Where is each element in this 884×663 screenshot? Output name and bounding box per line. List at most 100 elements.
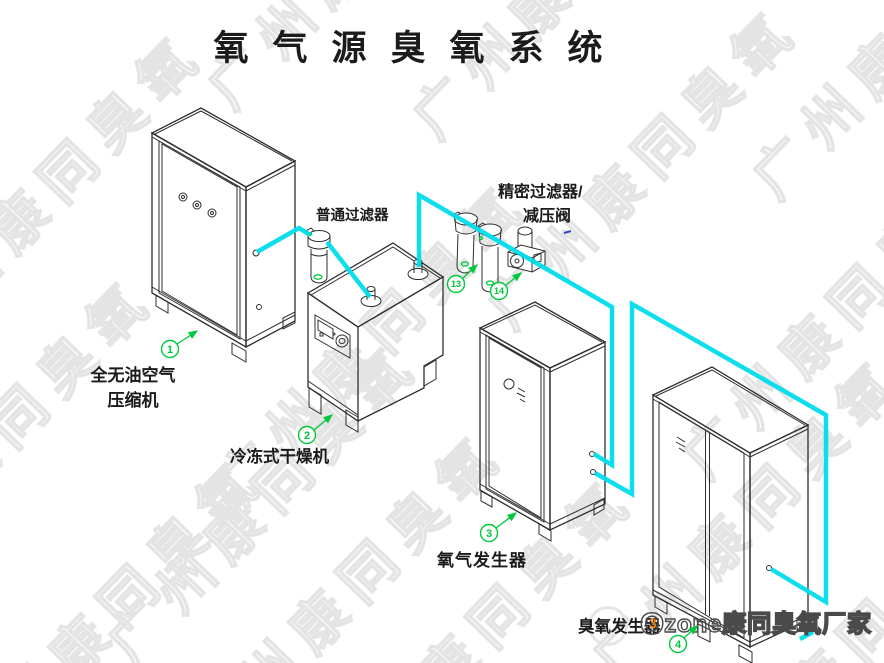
oxygen-outlet-port — [590, 469, 596, 475]
dryer-gauge-inner — [338, 338, 346, 344]
dryer-lid-line — [310, 246, 441, 296]
ozone-door-divider — [705, 431, 710, 616]
callout-circle — [446, 274, 466, 294]
ozone-foot — [697, 623, 711, 643]
compressor-foot — [282, 311, 296, 330]
filter-drain-green — [460, 261, 470, 267]
compressor-door — [158, 140, 241, 340]
oxygen-foot — [593, 498, 605, 516]
callout-3: 3 — [479, 512, 518, 543]
pipe-compressor-to-filter — [255, 225, 312, 254]
label-dryer: 冷冻式干燥机 — [230, 448, 329, 466]
oxygen-door-inner — [488, 337, 542, 519]
compressor-knob — [178, 192, 188, 202]
dryer-leg — [308, 387, 322, 415]
label-oxygen-generator: 氧气发生器 — [437, 551, 527, 570]
dryer-base-skirt — [307, 380, 359, 416]
filter-drain-green — [485, 280, 495, 286]
oxygen-base-skirt — [479, 483, 606, 525]
callout-arrow — [462, 264, 478, 279]
valve-gauge-dot — [514, 258, 520, 264]
callout-2: 2 — [297, 414, 333, 445]
filter-cap-top — [454, 212, 478, 226]
dryer-panel-button — [319, 332, 324, 337]
dryer-inlet-top — [366, 286, 376, 292]
oxygen-right-face — [549, 340, 606, 532]
dryer-cabinet — [306, 242, 445, 433]
ozone-generator-cabinet — [651, 366, 810, 663]
dryer-display — [317, 319, 334, 340]
compressor-knob-dot — [195, 203, 199, 207]
filter-body-line — [310, 253, 328, 257]
oxygen-door-circle — [503, 378, 515, 390]
dryer-panel-dot — [332, 332, 336, 336]
callout-number: 2 — [304, 430, 310, 442]
callout-circle — [668, 634, 688, 654]
callout-circle — [297, 425, 317, 445]
ozone-brand-logo — [675, 436, 686, 453]
compressor-door-inner — [161, 143, 238, 336]
compressor-port — [256, 304, 262, 310]
dryer-right-face — [357, 275, 444, 422]
callout-13: 13 — [446, 264, 478, 294]
label-ordinary-filter: 普通过滤器 — [316, 208, 389, 224]
filter-drain-green — [313, 274, 323, 280]
ozone-lid-line — [655, 369, 806, 426]
callout-number: 3 — [486, 528, 492, 540]
dryer-control-panel — [314, 314, 351, 359]
compressor-lid-line — [154, 110, 293, 162]
oxygen-foot — [538, 523, 552, 542]
oxygen-generator-cabinet — [478, 301, 607, 542]
pipe-dryer-to-oxygen — [416, 191, 615, 470]
ozone-foot — [796, 613, 809, 633]
compressor-foot — [155, 294, 169, 314]
pipe-filter-to-dryer — [325, 240, 372, 299]
compressor-knob-dot — [181, 195, 185, 199]
callout-arrow — [495, 512, 518, 529]
compressor-base-skirt — [151, 286, 296, 342]
callout-number: 13 — [451, 279, 461, 289]
ozone-inlet-port — [766, 565, 772, 571]
label-compressor-line1: 全无油空气 — [90, 366, 176, 385]
callout-arrow — [176, 330, 199, 345]
valve-gauge — [510, 254, 524, 268]
label-compressor: 全无油空气 压缩机 — [58, 363, 208, 413]
label-precision-filter-line2: 减压阀 — [523, 208, 572, 225]
pipe-oxygen-to-ozone — [593, 300, 829, 606]
callout-number: 4 — [675, 639, 682, 651]
dryer-leg — [345, 409, 359, 433]
dryer-gauge — [335, 334, 349, 348]
label-ozone-generator: 臭氧发生器 — [578, 618, 661, 636]
callout-1: 1 — [160, 330, 199, 359]
dryer-outlet-port — [407, 268, 429, 280]
callout-circle — [160, 339, 180, 359]
callout-14: 14 — [489, 272, 523, 301]
oxygen-brand-logo — [516, 387, 526, 403]
valve-knob-stem — [517, 231, 533, 250]
compressor-knob — [192, 200, 202, 210]
oxygen-lid-line — [482, 304, 603, 343]
ozone-foot — [738, 644, 753, 663]
dryer-leg — [423, 359, 437, 387]
filter-inlet-mark — [478, 235, 484, 241]
dryer-outlet-stub — [413, 262, 423, 273]
ozone-door-frame — [658, 401, 745, 639]
callout-arrow — [505, 272, 523, 286]
blue-tick-mark — [563, 230, 572, 234]
callout-number: 14 — [494, 286, 504, 296]
callout-number: 1 — [167, 344, 173, 356]
oxygen-foot — [480, 490, 493, 508]
callout-circle — [489, 281, 509, 301]
compressor-foot — [231, 342, 247, 363]
pipe-outlet-stub — [798, 630, 815, 641]
watermark-circle — [588, 606, 628, 646]
label-compressor-line2: 压缩机 — [107, 391, 159, 410]
precision-filter-1 — [452, 211, 478, 274]
callout-arrow — [313, 414, 333, 431]
callout-4: 4 — [668, 625, 698, 654]
compressor-knob — [207, 208, 217, 218]
filter-body — [310, 249, 328, 284]
